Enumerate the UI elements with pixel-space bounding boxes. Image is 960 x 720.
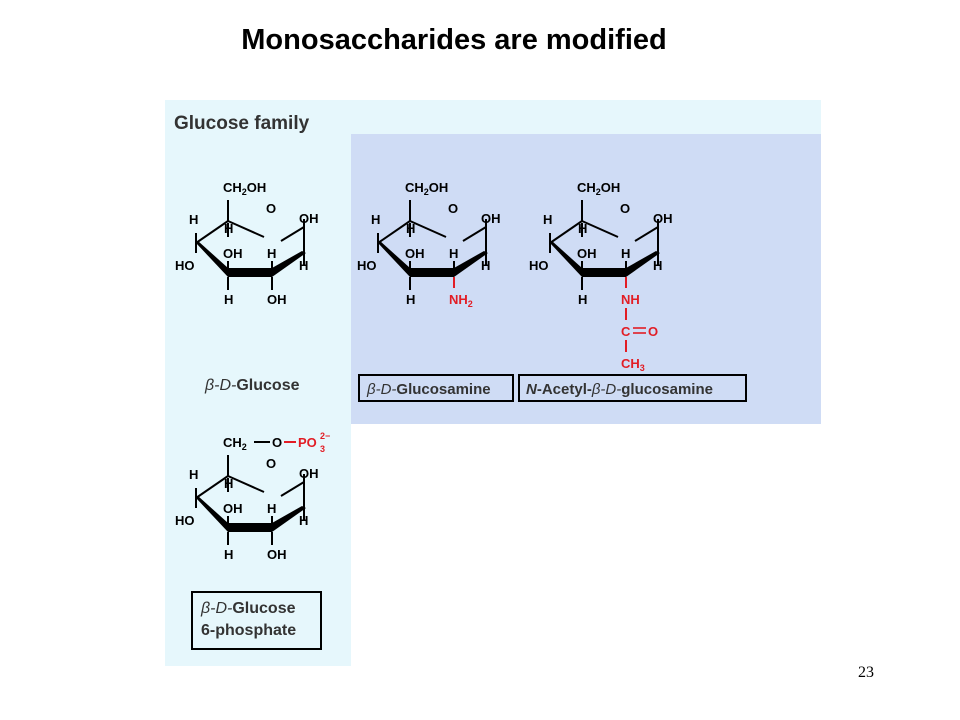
svg-text:O: O — [648, 324, 658, 339]
svg-text:H: H — [578, 221, 587, 236]
label-g6p-line2: 6-phosphate — [201, 622, 296, 639]
label-g6p-line1: β-D-Glucose — [200, 600, 296, 617]
svg-text:OH: OH — [223, 501, 243, 516]
svg-text:OH: OH — [653, 211, 673, 226]
svg-text:2−: 2− — [320, 431, 330, 441]
svg-text:HO: HO — [175, 513, 195, 528]
label-beta-d-glucose: β-D-Glucose — [204, 377, 300, 394]
svg-text:HO: HO — [529, 258, 549, 273]
svg-text:NH: NH — [621, 292, 640, 307]
svg-text:OH: OH — [267, 292, 287, 307]
glucosamine-label-box — [358, 374, 514, 402]
svg-text:CH3: CH3 — [621, 356, 645, 373]
svg-text:H: H — [543, 212, 552, 227]
svg-text:H: H — [224, 221, 233, 236]
svg-text:O: O — [272, 435, 282, 450]
glucose-family-figure: Glucose family CH2OH O OH H H HO OH H H … — [165, 100, 821, 666]
beta-d-glucose-structure: CH2OH O OH H H HO OH H H H OH — [175, 180, 319, 307]
label-beta-d-glucosamine: β-D-Glucosamine — [366, 381, 491, 398]
svg-text:H: H — [299, 258, 308, 273]
svg-text:H: H — [653, 258, 662, 273]
g6p-label-box — [191, 591, 322, 650]
page-number: 23 — [858, 664, 874, 681]
svg-text:O: O — [266, 201, 276, 216]
svg-text:H: H — [224, 292, 233, 307]
svg-text:H: H — [299, 513, 308, 528]
svg-text:H: H — [224, 547, 233, 562]
svg-text:OH: OH — [267, 547, 287, 562]
slide-title: Monosaccharides are modified — [241, 24, 667, 56]
label-n-acetyl-glucosamine: N-Acetyl-β-D-glucosamine — [526, 381, 713, 398]
svg-text:CH2: CH2 — [223, 435, 247, 452]
svg-text:O: O — [620, 201, 630, 216]
beta-d-glucosamine-structure: CH2OH O OH H H HO OH H H H NH2 — [357, 180, 501, 309]
svg-text:H: H — [406, 221, 415, 236]
svg-text:3: 3 — [320, 444, 325, 454]
svg-text:OH: OH — [223, 246, 243, 261]
blank-region — [351, 424, 821, 666]
svg-text:C: C — [621, 324, 631, 339]
svg-text:H: H — [267, 246, 276, 261]
svg-text:OH: OH — [299, 211, 319, 226]
svg-text:H: H — [371, 212, 380, 227]
svg-text:CH2OH: CH2OH — [223, 180, 266, 197]
glucose-6-phosphate-structure: CH2 O PO 2− 3 O OH H H HO OH H H H OH — [175, 431, 330, 562]
svg-text:HO: HO — [357, 258, 377, 273]
svg-text:H: H — [406, 292, 415, 307]
svg-text:H: H — [578, 292, 587, 307]
svg-text:NH2: NH2 — [449, 292, 473, 309]
svg-text:PO: PO — [298, 435, 317, 450]
svg-text:H: H — [449, 246, 458, 261]
svg-text:H: H — [189, 467, 198, 482]
svg-text:CH2OH: CH2OH — [405, 180, 448, 197]
n-acetyl-glucosamine-structure: CH2OH O OH H H HO OH H H H NH C O CH3 — [529, 180, 673, 373]
svg-text:CH2OH: CH2OH — [577, 180, 620, 197]
svg-text:H: H — [224, 476, 233, 491]
svg-text:OH: OH — [481, 211, 501, 226]
svg-text:H: H — [189, 212, 198, 227]
panel-title: Glucose family — [174, 113, 310, 134]
svg-text:OH: OH — [299, 466, 319, 481]
svg-text:O: O — [266, 456, 276, 471]
svg-text:HO: HO — [175, 258, 195, 273]
n-acetyl-label-box — [518, 374, 747, 402]
svg-text:OH: OH — [577, 246, 597, 261]
svg-text:H: H — [621, 246, 630, 261]
svg-text:O: O — [448, 201, 458, 216]
glucose-family-diagram: Glucose family CH2OH O OH H H HO OH H H … — [165, 100, 821, 666]
svg-text:OH: OH — [405, 246, 425, 261]
svg-text:H: H — [481, 258, 490, 273]
svg-text:H: H — [267, 501, 276, 516]
